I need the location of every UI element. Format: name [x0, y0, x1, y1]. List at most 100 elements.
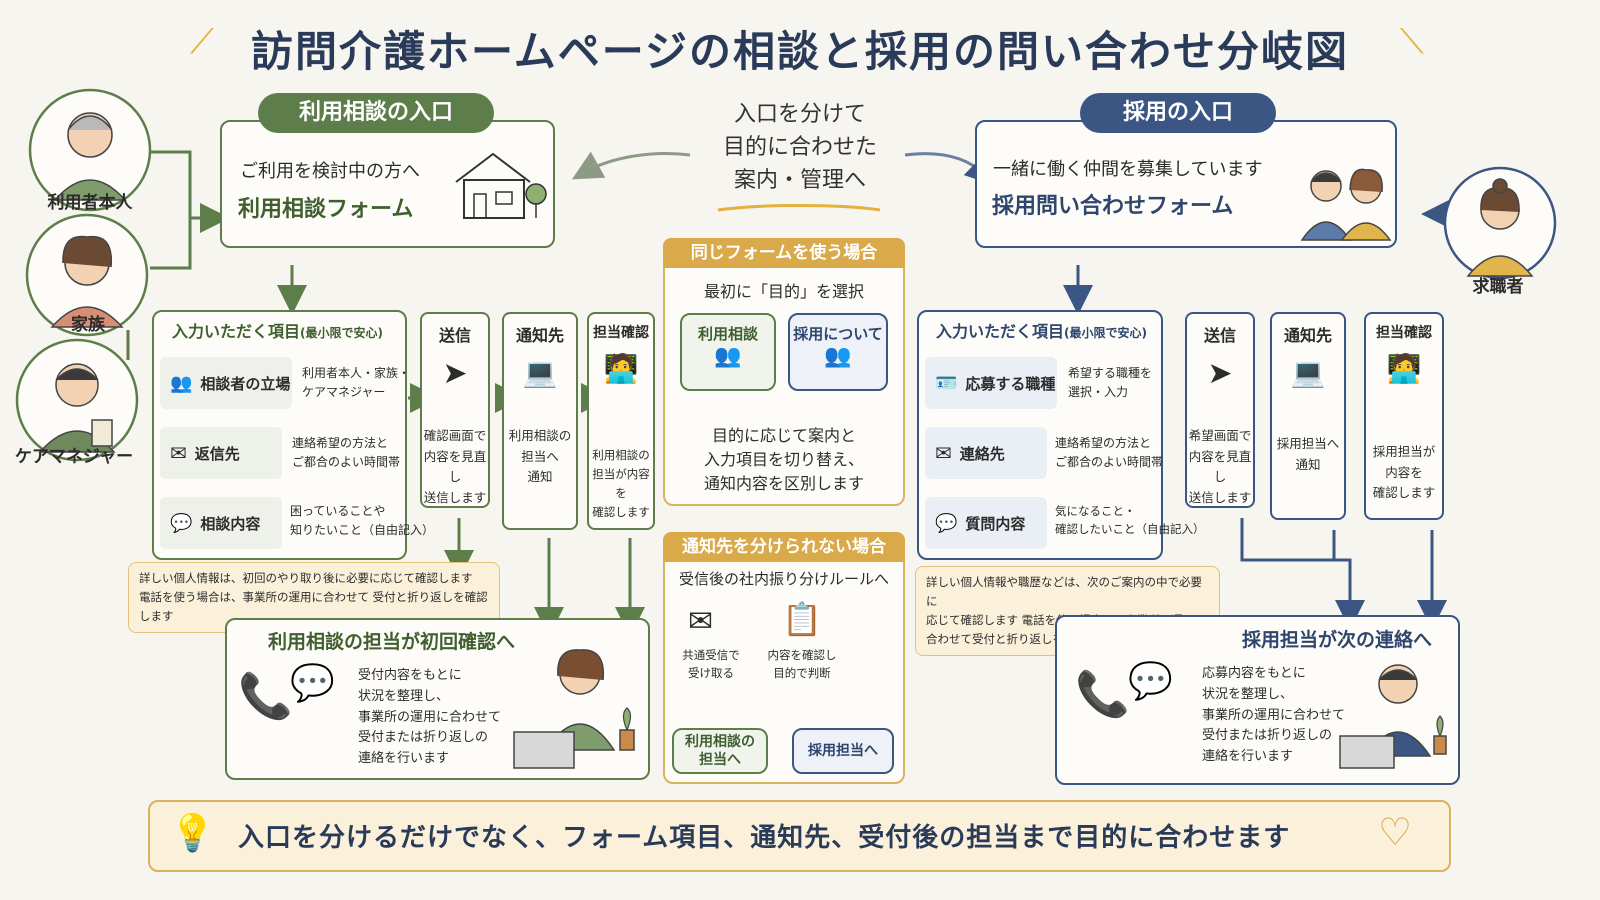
- consult-step-send-desc-1: 確認画面で: [423, 428, 487, 443]
- house-icon: [455, 152, 547, 219]
- same-form-desc: 目的に応じて案内と 入力項目を切り替え、 通知内容を区別します: [663, 424, 905, 496]
- consult-followup-desc: 受付内容をもとに 状況を整理し、 事業所の運用に合わせて 受付または折り返しの …: [358, 666, 501, 770]
- recruit-step-send-desc-3: 送信します: [1188, 489, 1252, 505]
- no-split-out-consult-1: 利用相談の: [685, 734, 755, 750]
- paper-plane-icon: ➤: [442, 356, 468, 391]
- sparkle-left-icon: ⟋: [190, 22, 214, 62]
- consult-entry-form: 利用相談フォーム: [238, 197, 414, 222]
- consult-step-notify-title: 通知先: [515, 326, 564, 345]
- center-message-line-3: 案内・管理へ: [733, 168, 866, 193]
- recruit-followup-desc-3: 事業所の運用に合わせて: [1202, 707, 1346, 723]
- recruit-note-1: 詳しい個人情報や職歴などは、次のご案内の中で必要に: [926, 575, 1202, 608]
- recruit-followup-desc-2: 状況を整理し、: [1202, 686, 1294, 702]
- persona-label-user: 利用者本人: [47, 193, 133, 213]
- laptop-mail-icon: 💻: [522, 356, 558, 389]
- center-message-line-1: 入口を分けて: [733, 102, 866, 127]
- consult-field-content-desc: 困っていることや 知りたいこと（自由記入）: [290, 502, 434, 540]
- recruit-field-job-desc-2: 選択・入力: [1068, 385, 1129, 400]
- laptop-mail-icon: 💻: [1290, 356, 1326, 389]
- consult-field-position-label: 相談者の立場: [200, 374, 291, 393]
- heart-icon: ♡: [1378, 810, 1413, 854]
- no-split-step1-2: 受け取る: [688, 666, 734, 681]
- consult-followup-desc-5: 連絡を行います: [358, 751, 450, 767]
- persona-family-avatar: [25, 213, 149, 337]
- recruit-followup-desc-4: 受付または折り返しの: [1202, 728, 1333, 744]
- people-icon: 👥: [824, 344, 852, 369]
- same-form-option-recruit[interactable]: 採用について 👥: [788, 313, 888, 391]
- consult-field-reply-label: 返信先: [194, 444, 240, 463]
- recruit-step-check-desc-3: 確認します: [1372, 485, 1436, 501]
- same-form-desc-3: 通知内容を区別します: [703, 474, 864, 493]
- recruit-step-send-title: 送信: [1203, 326, 1236, 345]
- consult-fields-title-note: (最小限で安心): [300, 326, 383, 340]
- recruit-step-send-desc-1: 希望画面で: [1188, 428, 1252, 443]
- recruit-followup-desc-5: 連絡を行います: [1202, 749, 1294, 765]
- consult-step-check-title: 担当確認: [593, 325, 649, 341]
- consult-step-send-desc-3: 送信します: [423, 489, 487, 505]
- checklist-icon: 📋: [782, 600, 822, 638]
- recruit-step-check-desc-1: 採用担当が: [1372, 444, 1436, 459]
- recruit-fields-title-note: (最小限で安心): [1064, 326, 1147, 340]
- staff-laptop-icon: 🧑‍💻: [1386, 352, 1422, 385]
- consult-field-position-desc: 利用者本人・家族・ ケアマネジャー: [302, 364, 410, 402]
- consult-note-2: 電話を使う場合は、事業所の運用に合わせて 受付と折り返しを確認します: [139, 589, 488, 623]
- footer-banner: [148, 800, 1451, 872]
- recruit-step-check: 担当確認 🧑‍💻 採用担当が 内容を 確認します: [1364, 312, 1444, 520]
- chat-bubble-icon: 💬: [170, 512, 193, 534]
- consult-field-content-desc-2: 知りたいこと（自由記入）: [290, 523, 435, 538]
- persona-label-family: 家族: [71, 315, 105, 335]
- recruit-followup-desc-1: 応募内容をもとに: [1202, 666, 1306, 681]
- center-message: 入口を分けて 目的に合わせた 案内・管理へ: [700, 98, 900, 197]
- no-split-step1: 共通受信で 受け取る: [676, 646, 746, 683]
- no-split-out-recruit: 採用担当へ: [792, 728, 894, 774]
- recruit-followup-desc: 応募内容をもとに 状況を整理し、 事業所の運用に合わせて 受付または折り返しの …: [1202, 664, 1345, 768]
- consult-step-notify-desc-2: 担当へ: [521, 448, 559, 464]
- persona-label-caremanager: ケアマネジャー: [14, 447, 134, 467]
- recruit-field-contact: ✉ 連絡先: [925, 427, 1047, 479]
- consult-field-position: 👥 相談者の立場: [160, 357, 292, 409]
- consult-field-content: 💬 相談内容: [160, 497, 282, 549]
- same-form-option-consult[interactable]: 利用相談 👥: [680, 313, 776, 391]
- recruit-entry-label: 採用の入口: [1080, 93, 1276, 133]
- recruit-step-send-desc-2: 内容を見直し: [1188, 448, 1252, 485]
- consult-step-send-desc: 確認画面で 内容を見直し 送信します: [422, 426, 488, 509]
- consult-fields-title: 入力いただく項目(最小限で安心): [172, 320, 383, 345]
- consult-step-send-title: 送信: [438, 326, 471, 345]
- recruit-fields-title: 入力いただく項目(最小限で安心): [936, 320, 1147, 345]
- recruit-step-notify-desc-1: 採用担当へ: [1276, 436, 1340, 451]
- mail-icon: ✉: [170, 441, 187, 465]
- consult-step-notify-desc: 利用相談の 担当へ 通知: [504, 426, 576, 488]
- recruit-step-send-desc: 希望画面で 内容を見直し 送信します: [1187, 426, 1253, 509]
- no-split-step2: 内容を確認し 目的で判断: [762, 646, 842, 683]
- same-form-option-consult-label: 利用相談: [697, 325, 758, 343]
- recruit-field-job-desc: 希望する職種を 選択・入力: [1068, 364, 1152, 402]
- consult-followup-desc-4: 受付または折り返しの: [358, 730, 489, 746]
- same-form-desc-2: 入力項目を切り替え、: [703, 450, 864, 469]
- consult-fields-title-main: 入力いただく項目: [172, 322, 301, 341]
- recruit-followup-title: 採用担当が次の連絡へ: [1242, 629, 1433, 651]
- recruit-entry-sub: 一緒に働く仲間を募集しています: [993, 159, 1263, 180]
- no-split-step1-1: 共通受信で: [682, 648, 740, 662]
- consult-field-content-desc-1: 困っていることや: [290, 504, 386, 518]
- recruit-field-question-desc-1: 気になること・: [1055, 504, 1136, 518]
- footer-text: 入口を分けるだけでなく、フォーム項目、通知先、受付後の担当まで目的に合わせます: [238, 823, 1291, 853]
- consult-entry-sub: ご利用を検討中の方へ: [240, 161, 420, 182]
- recruit-step-check-title: 担当確認: [1376, 325, 1432, 341]
- recruit-entry-form: 採用問い合わせフォーム: [992, 194, 1234, 219]
- consult-entry-label: 利用相談の入口: [258, 93, 494, 133]
- same-form-desc-1: 目的に応じて案内と: [711, 426, 856, 445]
- mail-icon: ✉: [935, 441, 952, 465]
- recruit-field-job-desc-1: 希望する職種を: [1068, 366, 1153, 380]
- consult-step-check-desc-3: 確認します: [592, 504, 650, 519]
- paper-plane-icon: ➤: [1207, 356, 1233, 391]
- phone-icon: 📞: [1075, 669, 1130, 720]
- consult-step-check: 担当確認 🧑‍💻 利用相談の 担当が内容を 確認します: [587, 312, 655, 530]
- recruit-step-notify-desc: 採用担当へ 通知: [1272, 434, 1344, 475]
- recruit-field-contact-label: 連絡先: [959, 444, 1005, 463]
- persona-user-avatar: [28, 88, 152, 212]
- page-title: 訪問介護ホームページの相談と採用の問い合わせ分岐図: [251, 27, 1349, 76]
- no-split-out-consult-2: 担当へ: [699, 752, 741, 769]
- recruit-field-question-desc-2: 確認したいこと（自由記入）: [1055, 522, 1205, 537]
- consult-step-send: 送信 ➤ 確認画面で 内容を見直し 送信します: [420, 312, 490, 508]
- consult-followup-desc-2: 状況を整理し、: [358, 688, 450, 704]
